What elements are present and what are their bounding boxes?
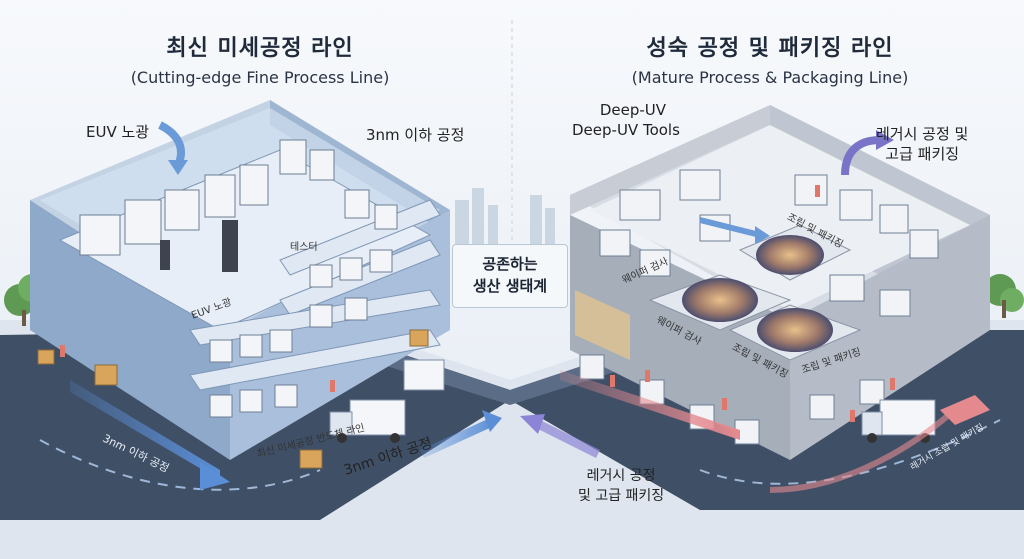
right-truck	[861, 399, 936, 443]
right-title-block: 성숙 공정 및 패키징 라인 (Mature Process & Packagi…	[560, 30, 980, 87]
legacy-label-1: 레거시 공정 및	[876, 125, 969, 143]
cargo-boxes	[37, 329, 429, 469]
ecosystem-box: 공존하는 생산 생태계	[452, 244, 568, 308]
left-truck	[329, 359, 445, 443]
tester-tag: 테스터	[290, 242, 318, 253]
node-label: 3nm 이하 공정	[366, 126, 465, 144]
ecosystem-line-1: 공존하는	[482, 255, 538, 273]
legacy-bottom-1: 레거시 공정	[586, 468, 656, 484]
left-title: 최신 미세공정 라인	[166, 36, 354, 61]
duv-label-1: Deep-UV	[599, 101, 667, 119]
euv-label: EUV 노광	[86, 123, 150, 141]
workers	[60, 185, 895, 422]
duv-label-block: Deep-UV Deep-UV Tools	[572, 100, 680, 140]
euv-arrow-head	[168, 160, 188, 175]
left-subtitle: (Cutting-edge Fine Process Line)	[130, 68, 390, 87]
right-title: 성숙 공정 및 패키징 라인	[646, 36, 894, 61]
right-front-wall	[570, 215, 790, 460]
legacy-bottom-2: 및 고급 패키징	[578, 488, 665, 504]
legacy-label-block: 레거시 공정 및 고급 패키징	[876, 124, 968, 164]
flow-arrows	[70, 121, 990, 493]
right-subtitle: (Mature Process & Packaging Line)	[631, 68, 909, 87]
left-fab-building	[30, 100, 450, 460]
legacy-label-2: 고급 패키징	[885, 145, 960, 163]
legacy-bottom-block: 레거시 공정 및 고급 패키징	[578, 466, 664, 506]
right-packaging-building	[570, 105, 990, 460]
ecosystem-line-2: 생산 생태계	[472, 277, 548, 295]
left-title-block: 최신 미세공정 라인 (Cutting-edge Fine Process Li…	[70, 30, 450, 87]
city-skyline	[455, 188, 555, 250]
duv-label-2: Deep-UV Tools	[572, 121, 680, 139]
